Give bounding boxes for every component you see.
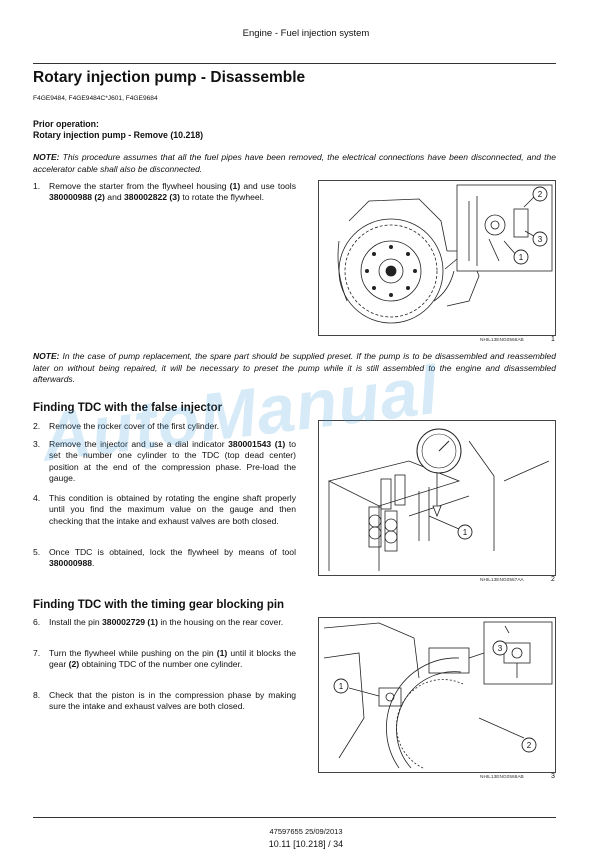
step-text: Check that the piston is in the compress… <box>49 690 296 712</box>
step-number: 4. <box>33 493 41 503</box>
step-5: 5. Once TDC is obtained, lock the flywhe… <box>33 547 296 571</box>
step-2: 2. Remove the rocker cover of the first … <box>33 421 296 433</box>
callout-1: 1 <box>339 682 344 691</box>
note-procedure: NOTE: This procedure assumes that all th… <box>33 152 556 175</box>
step-1: 1. Remove the starter from the flywheel … <box>33 181 296 229</box>
step-7: 7. Turn the flywheel while pushing on th… <box>33 648 296 684</box>
figure-1-image: 2 3 1 <box>318 180 556 336</box>
step-number: 7. <box>33 648 41 658</box>
note-text: This procedure assumes that all the fuel… <box>33 152 556 174</box>
figure-1-code: NHIL13ENG0566AB <box>480 338 524 343</box>
step-number: 6. <box>33 617 41 627</box>
figure-3-number: 3 <box>551 773 555 780</box>
step-6: 6. Install the pin 380002729 (1) in the … <box>33 617 296 641</box>
figure-2-code: NHIL13ENG0567AA <box>480 578 524 583</box>
note-label: NOTE: <box>33 152 60 162</box>
header-rule <box>33 63 556 64</box>
flywheel-illustration: 2 3 1 <box>337 184 553 324</box>
note-label: NOTE: <box>33 351 60 361</box>
callout-3: 3 <box>538 235 543 244</box>
figure-2-image: 1 <box>318 420 556 576</box>
document-number: 47597655 25/09/2013 <box>269 827 343 836</box>
step-number: 2. <box>33 421 41 431</box>
callout-3: 3 <box>498 644 503 653</box>
figure-3-image: 1 2 3 <box>318 617 556 773</box>
figure-3-code: NHIL13ENG0568AB <box>480 775 524 780</box>
prior-operation-link[interactable]: Rotary injection pump - Remove (10.218) <box>33 130 204 140</box>
step-text: Install the pin 380002729 (1) in the hou… <box>49 617 284 627</box>
step-text: Turn the flywheel while pushing on the p… <box>49 648 297 670</box>
step-text: Remove the rocker cover of the first cyl… <box>49 421 220 431</box>
page-title: Rotary injection pump - Disassemble <box>33 69 306 86</box>
step-4: 4. This condition is obtained by rotatin… <box>33 493 296 541</box>
step-text: Remove the starter from the flywheel hou… <box>49 181 296 203</box>
step-number: 5. <box>33 547 41 557</box>
running-header: Engine - Fuel injection system <box>242 28 370 39</box>
model-list: F4GE9484, F4GE9484C*J601, F4GE9684 <box>33 95 158 102</box>
step-number: 3. <box>33 439 41 449</box>
figure-2-number: 2 <box>551 576 555 583</box>
step-text: Once TDC is obtained, lock the flywheel … <box>49 547 296 569</box>
note-replacement: NOTE: In the case of pump replacement, t… <box>33 351 556 386</box>
step-text: Remove the injector and use a dial indic… <box>49 439 296 484</box>
callout-2: 2 <box>527 741 532 750</box>
dial-indicator-illustration: 1 <box>327 428 550 571</box>
section-blocking-pin: Finding TDC with the timing gear blockin… <box>33 599 285 611</box>
prior-operation-label: Prior operation: <box>33 119 99 129</box>
step-number: 1. <box>33 181 41 191</box>
callout-2: 2 <box>538 190 543 199</box>
step-number: 8. <box>33 690 41 700</box>
step-text: This condition is obtained by rotating t… <box>49 493 296 526</box>
footer-rule <box>33 817 556 818</box>
note-text: In the case of pump replacement, the spa… <box>33 351 556 385</box>
section-false-injector: Finding TDC with the false injector <box>33 402 223 414</box>
timing-gear-illustration: 1 2 3 <box>323 621 553 769</box>
step-3: 3. Remove the injector and use a dial in… <box>33 439 296 487</box>
figure-1-number: 1 <box>551 336 555 343</box>
page-number: 10.11 [10.218] / 34 <box>268 839 344 849</box>
step-8: 8. Check that the piston is in the compr… <box>33 690 296 726</box>
callout-1: 1 <box>463 528 468 537</box>
callout-1: 1 <box>519 253 524 262</box>
